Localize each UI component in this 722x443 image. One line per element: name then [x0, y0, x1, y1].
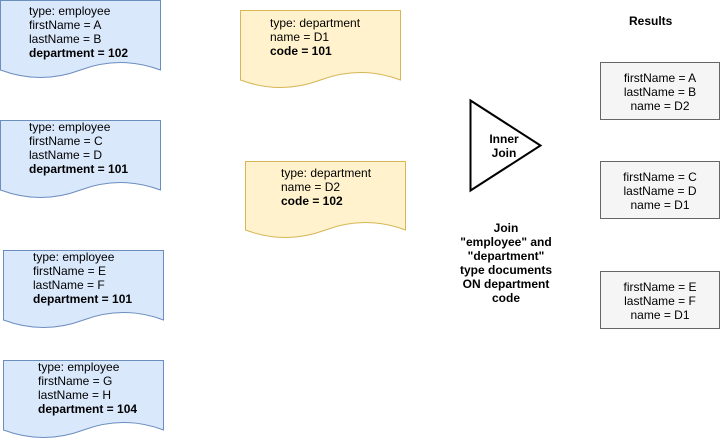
- employee-first-name: firstName = G: [38, 374, 113, 388]
- department-name: name = D2: [281, 180, 341, 194]
- employee-type: type: employee: [29, 120, 111, 134]
- result-name: name = D1: [630, 308, 690, 322]
- employee-doc-2: type: employee firstName = C lastName = …: [29, 120, 128, 176]
- result-row-2: firstName = C lastName = D name = D1: [600, 161, 720, 219]
- inner-join-triangle: [469, 98, 543, 193]
- employee-last-name: lastName = F: [33, 278, 105, 292]
- employee-department: department = 104: [38, 402, 138, 416]
- employee-last-name: lastName = B: [29, 32, 102, 46]
- employee-doc-shape-1: [0, 0, 161, 78]
- result-name: name = D1: [630, 198, 690, 212]
- employee-last-name: lastName = H: [38, 388, 112, 402]
- employee-first-name: firstName = E: [33, 264, 107, 278]
- results-title: Results: [629, 14, 673, 28]
- department-doc-1: type: department name = D1 code = 101: [270, 16, 360, 58]
- result-last-name: lastName = B: [623, 85, 697, 99]
- employee-first-name: firstName = A: [29, 18, 102, 32]
- department-name: name = D1: [270, 30, 330, 44]
- inner-join-label-line2: Join: [491, 146, 517, 160]
- result-first-name: firstName = C: [623, 170, 697, 184]
- employee-department: department = 101: [29, 162, 129, 176]
- employee-type: type: employee: [33, 250, 115, 264]
- result-row-3: firstName = E lastName = F name = D1: [600, 271, 720, 329]
- employee-doc-shape-3: [3, 250, 164, 328]
- join-description-line: "employee" and: [460, 235, 552, 249]
- employee-first-name: firstName = C: [29, 134, 103, 148]
- join-description-line: type documents: [459, 263, 552, 277]
- department-code: code = 101: [270, 44, 332, 58]
- result-last-name: lastName = D: [623, 184, 697, 198]
- inner-join-label: Inner Join: [480, 132, 528, 160]
- employee-doc-3: type: employee firstName = E lastName = …: [33, 250, 132, 306]
- department-doc-2: type: department name = D2 code = 102: [281, 166, 371, 208]
- employee-doc-shape-4: [3, 360, 164, 438]
- department-doc-shape-2: [245, 161, 406, 238]
- result-last-name: lastName = F: [624, 294, 696, 308]
- result-row-1: firstName = A lastName = B name = D2: [600, 62, 720, 120]
- department-type: type: department: [270, 16, 361, 30]
- inner-join-label-line1: Inner: [489, 132, 519, 146]
- employee-department: department = 101: [33, 292, 133, 306]
- join-description-line: code: [491, 291, 520, 305]
- join-description-line: Join: [493, 221, 519, 235]
- join-description-line: "department": [467, 249, 545, 263]
- employee-doc-4: type: employee firstName = G lastName = …: [38, 360, 137, 416]
- employee-doc-shape-2: [0, 120, 161, 198]
- result-name: name = D2: [630, 99, 690, 113]
- department-code: code = 102: [281, 194, 343, 208]
- join-description-line: ON department: [462, 277, 550, 291]
- employee-type: type: employee: [38, 360, 120, 374]
- department-type: type: department: [281, 166, 372, 180]
- result-first-name: firstName = E: [623, 280, 697, 294]
- department-doc-shape-1: [240, 10, 401, 88]
- employee-doc-1: type: employee firstName = A lastName = …: [29, 4, 128, 60]
- employee-department: department = 102: [29, 46, 129, 60]
- employee-last-name: lastName = D: [29, 148, 103, 162]
- join-description: Join "employee" and "department" type do…: [446, 221, 566, 305]
- result-first-name: firstName = A: [623, 71, 697, 85]
- employee-type: type: employee: [29, 4, 111, 18]
